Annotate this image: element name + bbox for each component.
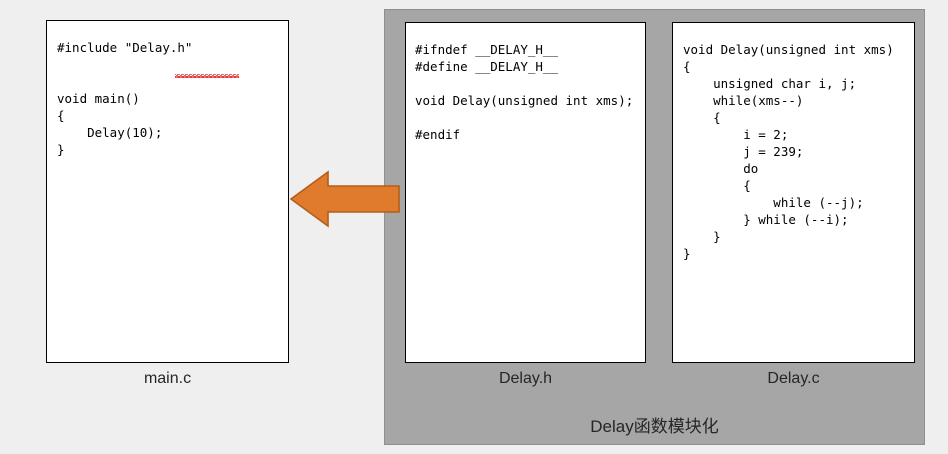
left-arrow-icon: [290, 170, 400, 228]
code-text-delay-c: void Delay(unsigned int xms) { unsigned …: [683, 42, 894, 261]
label-delay-c: Delay.c: [767, 370, 820, 387]
spellcheck-squiggle-icon: [175, 74, 239, 78]
label-delay-h: Delay.h: [498, 370, 553, 387]
code-text-delay-h: #ifndef __DELAY_H__ #define __DELAY_H__ …: [415, 42, 634, 142]
label-main-c: main.c: [143, 370, 192, 387]
code-text-main-c: #include "Delay.h" void main() { Delay(1…: [57, 40, 193, 157]
code-box-delay-c: void Delay(unsigned int xms) { unsigned …: [672, 22, 915, 363]
code-box-main-c: #include "Delay.h" void main() { Delay(1…: [46, 20, 289, 363]
label-module-group: Delay函数模块化: [590, 417, 719, 436]
code-box-delay-h: #ifndef __DELAY_H__ #define __DELAY_H__ …: [405, 22, 646, 363]
